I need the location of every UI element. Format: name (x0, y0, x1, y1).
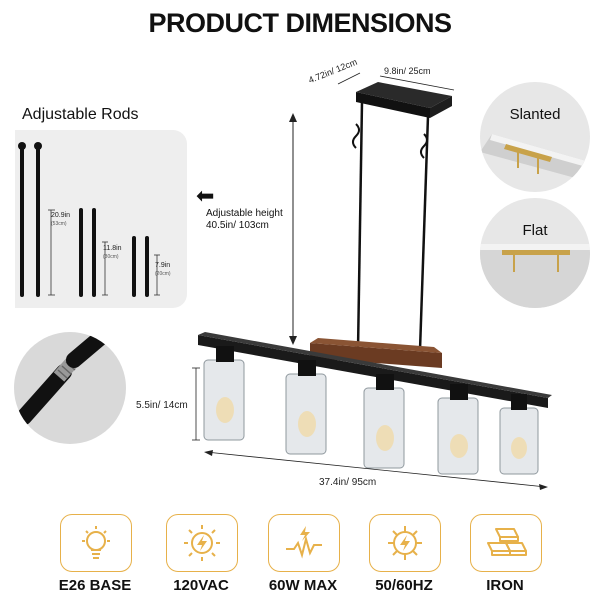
feature-iron (470, 514, 542, 572)
feature-label-iron: IRON (486, 577, 524, 594)
arrow-left-icon: ⬅ (196, 183, 215, 208)
feature-label-60w: 60W MAX (268, 577, 338, 594)
fixture-height-label: 5.5in/ 14cm (136, 400, 188, 411)
bolt-wave-icon (286, 526, 322, 559)
flat-mount-circle: Flat (480, 198, 590, 308)
fixture-length-label: 37.4in/ 95cm (319, 477, 377, 488)
rod-joint-zoom (14, 332, 126, 444)
page-title: PRODUCT DIMENSIONS (148, 8, 452, 38)
sun-bolt-icon (184, 525, 220, 561)
feature-label-hz: 50/60HZ (375, 577, 433, 594)
adjustable-height-label: Adjustable height 40.5in/ 103cm (206, 208, 283, 231)
bulb-icon (82, 526, 110, 559)
iron-bars-icon (487, 528, 527, 556)
rods-panel: 20.9in(53cm) 11.8in(30cm) 7.9in(20cm) (15, 130, 187, 308)
rods-illustration (18, 142, 160, 297)
rod-label-short: 7.9in(20cm) (155, 262, 171, 277)
feature-60w-max (268, 514, 340, 572)
rod-label-medium: 11.8in(30cm) (103, 245, 122, 260)
canopy-width-label: 9.8in/ 25cm (384, 66, 431, 76)
slanted-mount-circle: Slanted (480, 82, 590, 192)
slanted-mount-label: Slanted (509, 106, 561, 123)
feature-120vac (166, 514, 238, 572)
feature-label-e26: E26 BASE (58, 577, 132, 594)
flat-mount-label: Flat (522, 222, 548, 239)
rod-label-long: 20.9in(53cm) (51, 212, 71, 227)
rods-title: Adjustable Rods (22, 106, 139, 123)
gear-bolt-icon (388, 526, 422, 560)
feature-50-60hz (369, 514, 441, 572)
feature-e26-base (60, 514, 132, 572)
feature-label-120vac: 120VAC (173, 577, 229, 594)
